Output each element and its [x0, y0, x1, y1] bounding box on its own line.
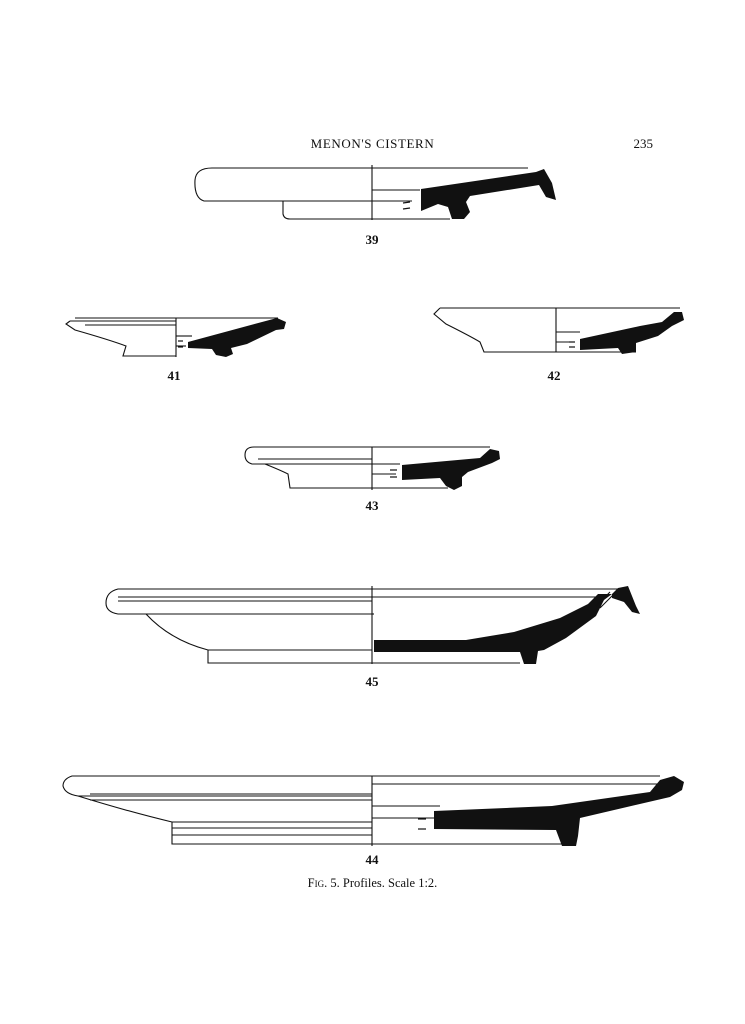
profile-45-rim [612, 586, 640, 614]
profile-label-42: 42 [547, 368, 561, 383]
profile-41-section [188, 318, 286, 357]
profile-43-section [402, 449, 500, 490]
profile-45 [105, 586, 620, 664]
profile-label-44: 44 [365, 852, 379, 867]
profile-label-45: 45 [365, 674, 379, 689]
profile-42-section [580, 312, 684, 354]
figure-caption-label: Fig. 5. [307, 876, 340, 890]
profile-label-39: 39 [365, 232, 379, 247]
profile-label-41: 41 [167, 368, 181, 383]
profile-43 [244, 446, 490, 490]
running-title: MENON'S CISTERN [310, 136, 435, 151]
profile-44-section [434, 776, 684, 846]
figure-caption-text: Profiles. Scale 1:2. [342, 876, 438, 890]
profile-44 [62, 775, 662, 846]
profile-45-section [374, 594, 612, 664]
profile-39-section [421, 169, 556, 219]
page-number: 235 [633, 136, 654, 151]
running-head: MENON'S CISTERN 235 [0, 134, 745, 154]
figure-caption: Fig. 5. Profiles. Scale 1:2. [0, 876, 745, 891]
profile-label-43: 43 [365, 498, 379, 513]
profile-39 [194, 165, 528, 220]
profile-41 [65, 317, 278, 357]
